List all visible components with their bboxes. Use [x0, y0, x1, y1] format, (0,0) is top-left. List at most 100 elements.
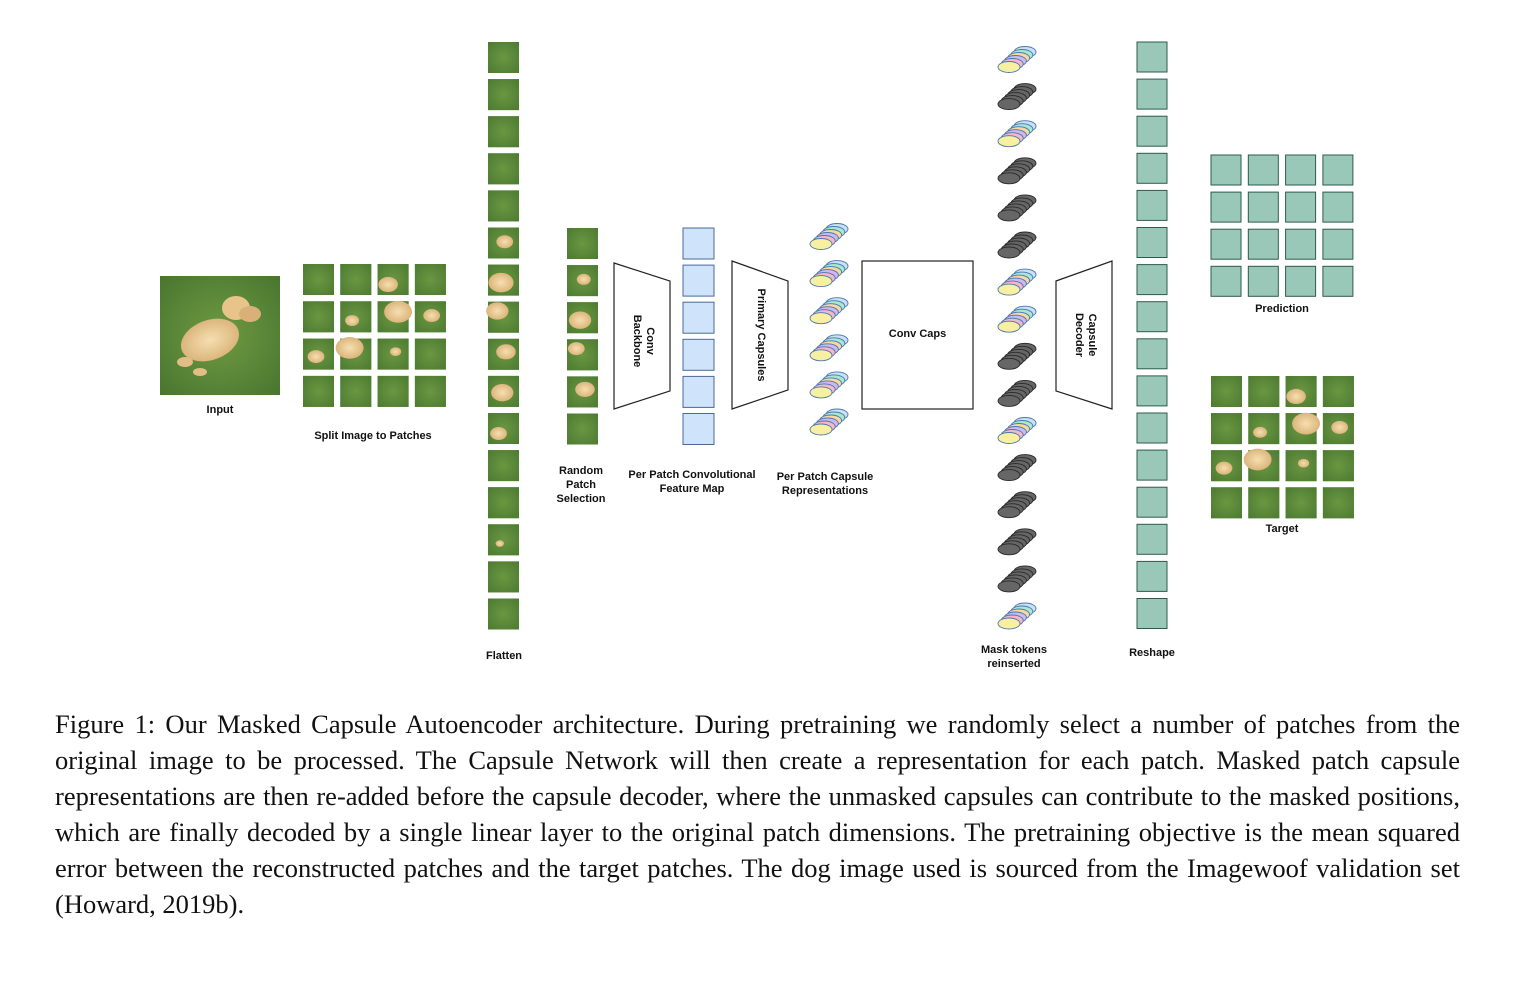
architecture-diagram: [160, 41, 1354, 630]
image-patch: [377, 264, 409, 295]
prediction-cell: [1322, 228, 1354, 260]
image-patch: [567, 265, 598, 297]
random-selection-label: Random Patch Selection: [556, 465, 606, 505]
image-patch: [1243, 448, 1280, 482]
image-patch: [1211, 450, 1242, 482]
image-patch: [486, 301, 519, 333]
image-patch: [1248, 413, 1280, 445]
prediction-cell: [1210, 265, 1242, 297]
reshape-cell: [1136, 523, 1168, 555]
reshape-cell: [1136, 152, 1168, 184]
prediction-cell: [1285, 228, 1317, 260]
image-patch: [414, 375, 446, 407]
feature-map-label: Per Patch Convolutional Feature Map: [628, 469, 756, 495]
capsule-stack: [997, 305, 1037, 333]
image-patch: [335, 337, 372, 370]
image-patch: [303, 338, 334, 370]
image-patch: [488, 338, 519, 370]
image-patch: [567, 413, 598, 445]
image-patch: [488, 375, 519, 407]
image-patch: [488, 450, 519, 482]
prediction-cell: [1285, 265, 1317, 297]
image-patch: [377, 300, 413, 333]
flatten-patch-column: [486, 42, 519, 630]
primary-capsules-label: Primary Capsules: [755, 288, 767, 382]
mask-token: [997, 194, 1037, 222]
image-patch: [1285, 450, 1317, 482]
reshape-cell: [1136, 264, 1168, 296]
prediction-cell: [1322, 191, 1354, 223]
reshape-cell: [1136, 375, 1168, 407]
capsule-stack: [997, 46, 1037, 73]
image-patch: [414, 338, 446, 370]
reshape-cell: [1136, 227, 1168, 258]
split-label: Split Image to Patches: [314, 430, 432, 442]
reshape-cell: [1136, 338, 1168, 370]
reshape-cell: [1136, 449, 1168, 481]
input-image: [160, 276, 280, 395]
primary-capsules-block: [731, 260, 789, 410]
image-patch: [488, 116, 519, 148]
image-patch: [488, 264, 519, 296]
mask-token: [997, 379, 1037, 407]
image-patch: [414, 301, 446, 333]
image-patch: [1211, 487, 1242, 519]
mask-token: [997, 565, 1037, 593]
image-patch: [567, 376, 598, 408]
image-patch: [340, 264, 372, 295]
conv-backbone-label: Conv Backbone: [631, 314, 656, 368]
prediction-cell: [1322, 265, 1354, 297]
reshape-cell: [1136, 41, 1168, 73]
reshape-cell: [1136, 486, 1168, 518]
reshape-cell: [1136, 115, 1168, 147]
prediction-cell: [1247, 154, 1279, 186]
image-patch: [1322, 450, 1354, 482]
image-patch: [488, 79, 519, 111]
mask-token: [997, 231, 1037, 259]
prediction-cell: [1210, 191, 1242, 223]
feature-map-cell: [682, 264, 715, 297]
reshape-cell: [1136, 412, 1168, 444]
image-patch: [340, 301, 372, 333]
capsule-stack: [997, 120, 1037, 148]
image-patch: [567, 228, 598, 259]
feature-map-column: [682, 227, 715, 445]
prediction-cell: [1210, 154, 1242, 186]
capsule-stack: [997, 268, 1037, 296]
image-patch: [1248, 487, 1280, 519]
image-patch: [488, 413, 519, 444]
mask-token: [997, 342, 1037, 370]
reshape-cell: [1136, 189, 1168, 221]
prediction-cell: [1322, 154, 1354, 186]
prediction-cell: [1247, 228, 1279, 260]
split-patches-grid: [303, 264, 446, 407]
reshape-label: Reshape: [1129, 647, 1175, 659]
image-patch: [488, 227, 519, 259]
capsule-decoder-label: Capsule Decoder: [1073, 312, 1098, 358]
feature-map-cell: [682, 413, 715, 445]
image-patch: [377, 375, 409, 407]
reshape-column: [1136, 41, 1168, 629]
capsule-stack: [809, 334, 849, 362]
prediction-cell: [1247, 191, 1279, 223]
image-patch: [1285, 376, 1317, 407]
reshape-cell: [1136, 598, 1168, 629]
image-patch: [567, 302, 598, 334]
mask-token: [997, 157, 1037, 185]
mask-tokens-column: [997, 46, 1037, 630]
flatten-label: Flatten: [485, 650, 523, 662]
capsule-stack: [997, 602, 1037, 630]
image-patch: [303, 301, 334, 333]
capsule-stack: [809, 371, 849, 399]
mask-token: [997, 491, 1037, 519]
image-patch: [303, 375, 334, 407]
prediction-cell: [1285, 154, 1317, 186]
capsule-stack: [809, 297, 849, 325]
figure-caption: Figure 1: Our Masked Capsule Autoencoder…: [55, 709, 1460, 919]
prediction-cell: [1285, 191, 1317, 223]
image-patch: [567, 339, 598, 371]
prediction-cell: [1247, 265, 1279, 297]
image-patch: [488, 598, 519, 630]
capsule-stack: [809, 223, 849, 250]
image-patch: [488, 487, 519, 519]
